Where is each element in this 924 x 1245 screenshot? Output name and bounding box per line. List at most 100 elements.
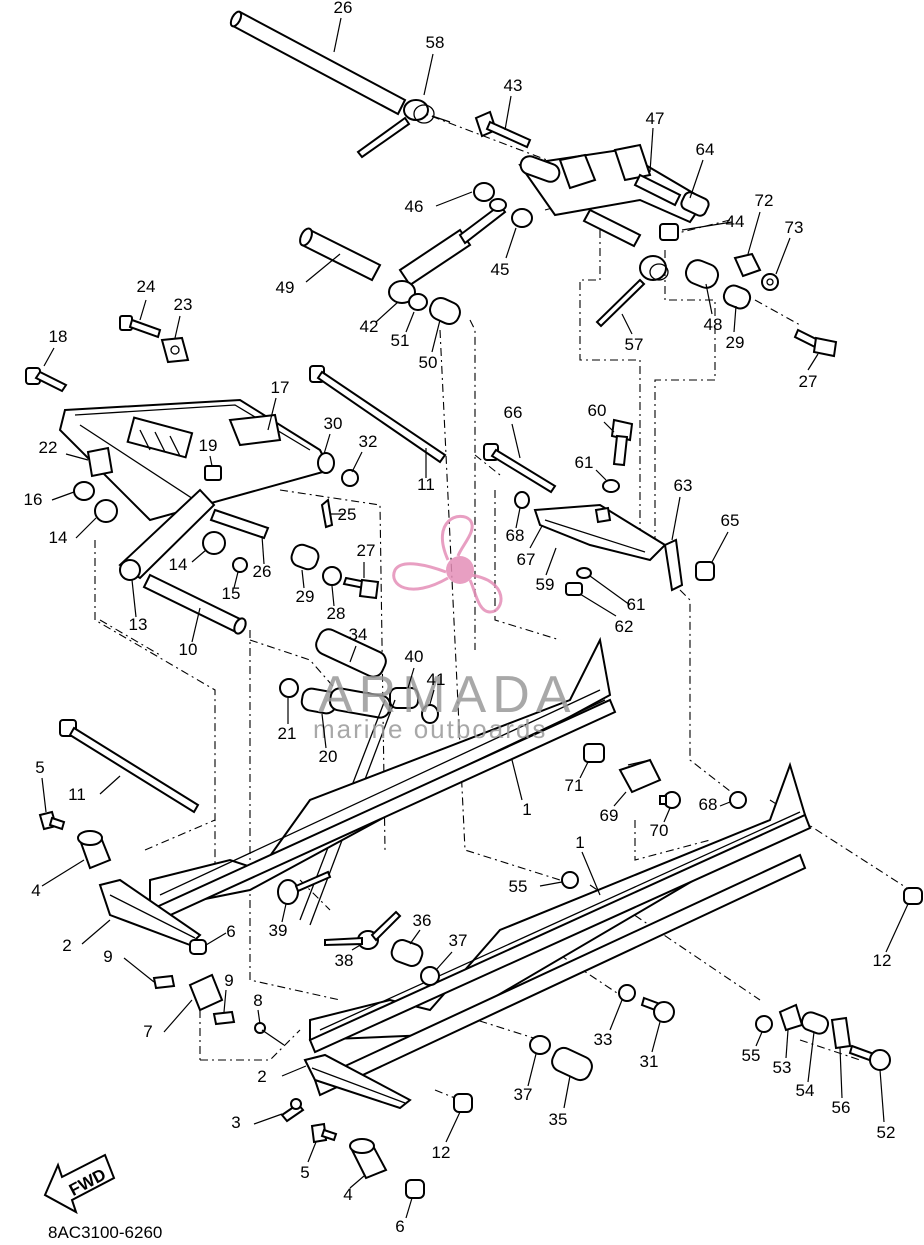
callout-leader-line bbox=[445, 1111, 461, 1143]
callout-leader-line bbox=[375, 301, 399, 323]
callout-leader-line bbox=[755, 1031, 763, 1047]
rod-10 bbox=[142, 573, 247, 635]
callout-label: 53 bbox=[773, 1058, 792, 1077]
callout-label: 32 bbox=[359, 432, 378, 451]
callout-label: 27 bbox=[799, 372, 818, 391]
callout-label: 1 bbox=[522, 800, 531, 819]
callout-leader-line bbox=[261, 535, 265, 565]
callout-label: 65 bbox=[721, 511, 740, 530]
bushing-37-upper bbox=[420, 966, 440, 986]
watermark: ARMADA marine outboards bbox=[313, 514, 576, 744]
shock-absorber bbox=[398, 198, 507, 287]
callout-label: 29 bbox=[726, 333, 745, 352]
callout-leader-line bbox=[405, 311, 415, 333]
callout-leader-line bbox=[511, 759, 523, 801]
callout-leader-line bbox=[689, 159, 704, 199]
callout-leader-line bbox=[681, 221, 733, 231]
bushing-41 bbox=[421, 704, 439, 724]
callout-leader-line bbox=[733, 305, 737, 333]
callout-leader-line bbox=[51, 491, 75, 501]
callout-leader-line bbox=[435, 951, 453, 971]
clip-9-right bbox=[212, 1010, 236, 1026]
callout-leader-line bbox=[75, 517, 97, 539]
callout-leader-line bbox=[281, 903, 287, 923]
callout-leader-line bbox=[719, 801, 731, 807]
callout-label: 43 bbox=[504, 76, 523, 95]
callout-label: 20 bbox=[319, 747, 338, 766]
spring-38 bbox=[324, 910, 402, 950]
callout-leader-line bbox=[879, 1069, 885, 1123]
callout-label: 22 bbox=[39, 438, 58, 457]
callout-leader-line bbox=[81, 919, 111, 945]
collar-40 bbox=[389, 687, 419, 709]
callout-label: 41 bbox=[427, 670, 446, 689]
bushing-32 bbox=[341, 469, 359, 487]
callout-leader-line bbox=[323, 433, 331, 455]
callout-label: 36 bbox=[413, 911, 432, 930]
callout-leader-line bbox=[671, 496, 681, 541]
callout-leader-line bbox=[747, 211, 761, 255]
fwd-arrow-icon: FWD bbox=[43, 1153, 116, 1215]
bushing-28 bbox=[322, 566, 342, 586]
collar-42 bbox=[388, 280, 416, 304]
callout-label: 2 bbox=[62, 936, 71, 955]
callout-label: 62 bbox=[615, 617, 634, 636]
callout-leader-line bbox=[504, 95, 512, 131]
plate-53 bbox=[778, 1003, 804, 1032]
callout-leader-line bbox=[807, 1031, 815, 1083]
callout-label: 39 bbox=[269, 921, 288, 940]
callout-leader-line bbox=[41, 777, 47, 813]
propeller-logo-icon bbox=[392, 514, 503, 614]
diagram-code: 8AC3100-6260 bbox=[48, 1223, 162, 1242]
callout-label: 47 bbox=[646, 109, 665, 128]
spring-58 bbox=[356, 99, 451, 159]
slide-rail-1-lower bbox=[308, 761, 812, 1097]
watermark-brand: ARMADA bbox=[318, 666, 576, 724]
callout-leader-line bbox=[663, 807, 671, 823]
callout-leader-line bbox=[785, 1029, 789, 1059]
callout-leader-line bbox=[527, 1053, 537, 1087]
callout-label: 64 bbox=[696, 140, 715, 159]
callout-leader-line bbox=[223, 989, 227, 1013]
callout-label: 6 bbox=[226, 922, 235, 941]
callout-leader-line bbox=[581, 851, 601, 896]
bolt-43 bbox=[474, 110, 532, 149]
bolt-5-lower bbox=[310, 1122, 338, 1144]
callout-label: 50 bbox=[419, 353, 438, 372]
callout-label: 44 bbox=[726, 212, 745, 231]
nut-19 bbox=[204, 465, 222, 481]
collar-54 bbox=[800, 1011, 830, 1035]
callout-label: 16 bbox=[24, 490, 43, 509]
callout-label: 49 bbox=[276, 278, 295, 297]
callout-label: 27 bbox=[357, 541, 376, 560]
callout-leader-line bbox=[233, 571, 239, 589]
collar-64 bbox=[680, 191, 710, 217]
callout-label: 10 bbox=[179, 640, 198, 659]
callout-label: 6 bbox=[395, 1217, 404, 1236]
callout-label: 37 bbox=[449, 931, 468, 950]
bushing-46 bbox=[473, 182, 495, 202]
callout-label: 33 bbox=[594, 1030, 613, 1049]
callout-leader-line bbox=[65, 453, 89, 461]
callout-label: 59 bbox=[536, 575, 555, 594]
shaft-26-upper bbox=[229, 10, 407, 116]
callout-label: 23 bbox=[174, 295, 193, 314]
callout-label: 63 bbox=[674, 476, 693, 495]
collar-34 bbox=[315, 628, 387, 678]
callout-label: 28 bbox=[327, 604, 346, 623]
arm-13 bbox=[118, 488, 216, 581]
bushing-51 bbox=[408, 293, 428, 311]
callout-layer: 2658434764464544727349425150482957272423… bbox=[24, 0, 909, 1236]
callout-label: 14 bbox=[169, 555, 188, 574]
cap-14-left bbox=[94, 499, 118, 523]
callout-leader-line bbox=[539, 881, 563, 887]
callout-label: 34 bbox=[349, 625, 368, 644]
callout-label: 42 bbox=[360, 317, 379, 336]
callout-label: 8 bbox=[253, 991, 262, 1010]
callout-label: 29 bbox=[296, 587, 315, 606]
callout-label: 60 bbox=[588, 401, 607, 420]
callout-leader-line bbox=[163, 999, 193, 1033]
clip-9-left bbox=[152, 974, 176, 990]
callout-leader-line bbox=[209, 455, 213, 467]
